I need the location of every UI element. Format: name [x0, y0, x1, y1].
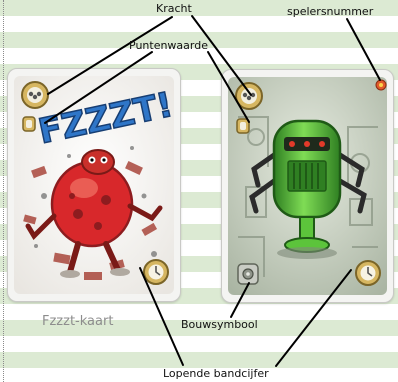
kracht-label: Kracht	[156, 2, 192, 15]
kracht-line-right	[192, 16, 251, 95]
lopende-line-right	[276, 270, 351, 366]
bouwsymbool-line	[231, 283, 249, 317]
fzzzt-card-caption: Fzzzt-kaart	[42, 314, 113, 329]
lopende-bandcijfer-label: Lopende bandcijfer	[163, 367, 269, 380]
lopende-line-left	[140, 268, 183, 365]
puntenwaarde-label: Puntenwaarde	[129, 39, 208, 52]
spelersnummer-line	[347, 19, 380, 80]
bouwsymbool-label: Bouwsymbool	[181, 318, 258, 331]
puntenwaarde-line-right	[208, 52, 249, 122]
kracht-line-left	[48, 17, 172, 94]
spelersnummer-label: spelersnummer	[287, 5, 373, 18]
